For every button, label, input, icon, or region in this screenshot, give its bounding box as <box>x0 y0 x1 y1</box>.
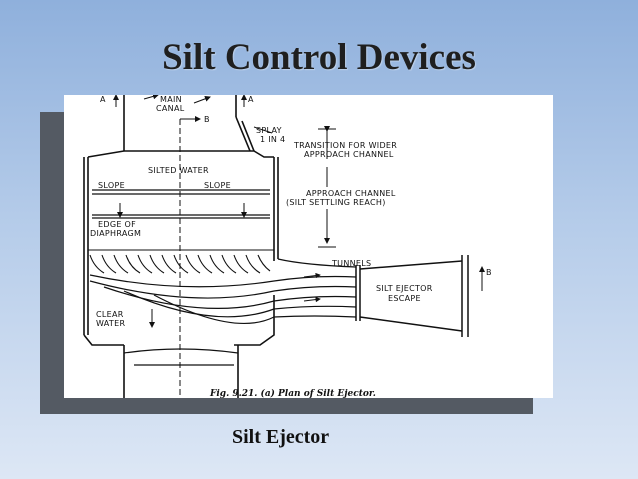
label-clear-2: WATER <box>96 319 125 328</box>
section-a-arrows <box>113 95 247 107</box>
label-slope-left: SLOPE <box>98 181 125 190</box>
splay-leader <box>253 126 273 134</box>
label-b-right: B <box>486 268 492 277</box>
label-clear-1: CLEAR <box>96 310 124 319</box>
label-a-right: A <box>248 95 254 104</box>
label-ejector-1: SILT EJECTOR <box>376 284 433 293</box>
label-tunnels: TUNNELS <box>331 259 371 268</box>
slide-caption: Silt Ejector <box>232 426 330 448</box>
figure-caption: Fig. 9.21. (a) Plan of Silt Ejector. <box>209 388 376 398</box>
main-canal <box>123 95 255 152</box>
label-splay-1: SPLAY <box>256 126 282 135</box>
slide-title: Silt Control Devices <box>162 37 476 78</box>
label-slope-right: SLOPE <box>204 181 231 190</box>
label-splay-2: 1 IN 4 <box>260 135 285 144</box>
label-edge-1: EDGE OF <box>98 220 136 229</box>
label-main-canal-2: CANAL <box>156 104 185 113</box>
tunnels <box>89 258 357 325</box>
basin-flow-arrows <box>117 203 247 328</box>
slope-lines <box>92 189 270 219</box>
label-approach-2: (SILT SETTLING REACH) <box>286 198 386 207</box>
label-silted-water: SILTED WATER <box>148 166 209 175</box>
label-ejector-2: ESCAPE <box>388 294 421 303</box>
label-main-canal-1: MAIN <box>160 95 182 104</box>
label-b-top: B <box>204 115 210 124</box>
ejector-escape <box>355 255 469 337</box>
label-edge-2: DIAPHRAGM <box>90 229 141 238</box>
label-a-left: A <box>100 95 106 104</box>
canal-flow-arrows <box>143 95 211 104</box>
silt-ejector-diagram: A A MAIN CANAL B SPLAY 1 IN 4 SILTED WAT… <box>64 95 553 398</box>
label-approach-1: APPROACH CHANNEL <box>306 189 396 198</box>
tunnel-arrows <box>303 272 321 303</box>
label-transition-1: TRANSITION FOR WIDER <box>293 141 397 150</box>
diagram-svg: A A MAIN CANAL B SPLAY 1 IN 4 SILTED WAT… <box>83 95 492 398</box>
dimension-lines <box>318 126 336 248</box>
outlet-lines <box>123 348 239 366</box>
label-transition-2: APPROACH CHANNEL <box>304 150 394 159</box>
basin-walls <box>83 150 279 398</box>
